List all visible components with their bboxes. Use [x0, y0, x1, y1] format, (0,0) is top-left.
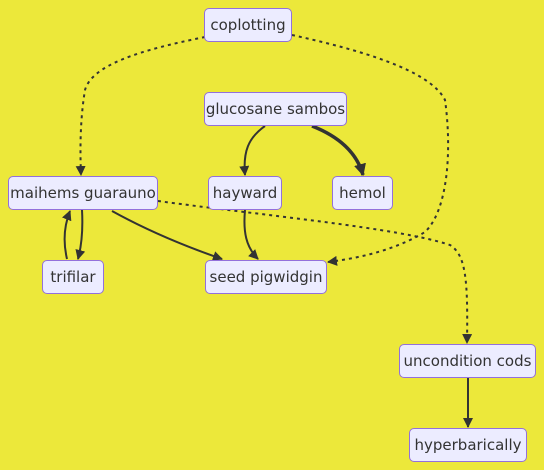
edge-trifilar-to-maihems-guarauno: [62, 210, 72, 260]
node-label: hemol: [339, 184, 386, 202]
node-uncondition-cods[interactable]: uncondition cods: [399, 344, 536, 378]
node-hayward[interactable]: hayward: [208, 176, 282, 210]
node-label: glucosane sambos: [205, 100, 346, 118]
node-label: trifilar: [50, 268, 96, 286]
node-label: coplotting: [210, 16, 286, 34]
edge-coplotting-to-maihems-guarauno: [75, 36, 206, 176]
node-label: uncondition cods: [403, 352, 532, 370]
node-maihems-guarauno[interactable]: maihems guarauno: [8, 176, 158, 210]
node-label: hyperbarically: [414, 436, 522, 454]
node-hemol[interactable]: hemol: [332, 176, 393, 210]
edge-maihems-guarauno-to-trifilar: [75, 209, 86, 260]
node-glucosane-sambos[interactable]: glucosane sambos: [204, 92, 347, 126]
node-label: maihems guarauno: [10, 184, 156, 202]
edge-maihems-guarauno-to-uncondition-cods: [157, 200, 473, 344]
edge-glucosane-sambos-to-hemol: [311, 124, 366, 177]
edge-hayward-to-seed-pigwidgin: [243, 209, 259, 260]
node-seed-pigwidgin[interactable]: seed pigwidgin: [205, 260, 327, 294]
node-label: hayward: [212, 184, 278, 202]
node-hyperbarically[interactable]: hyperbarically: [409, 428, 527, 462]
node-label: seed pigwidgin: [209, 268, 323, 286]
edge-maihems-guarauno-to-seed-pigwidgin: [111, 210, 223, 261]
edge-coplotting-to-seed-pigwidgin: [291, 34, 450, 266]
edge-glucosane-sambos-to-hayward: [239, 125, 266, 176]
node-coplotting[interactable]: coplotting: [204, 8, 292, 42]
node-trifilar[interactable]: trifilar: [42, 260, 104, 294]
